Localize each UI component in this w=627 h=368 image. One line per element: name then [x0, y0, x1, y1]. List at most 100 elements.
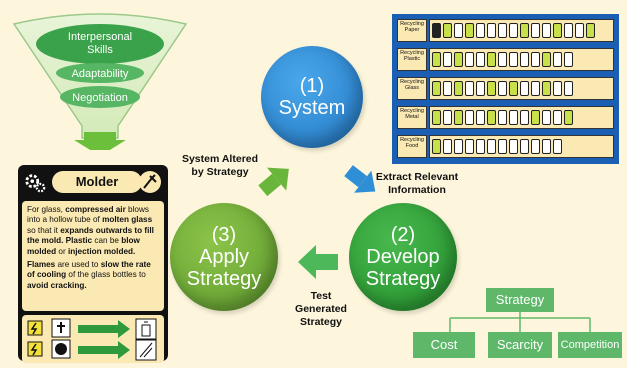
recycling-cell-icon [498, 110, 507, 125]
recycling-cell-icon [443, 110, 452, 125]
recycling-cell-icon [465, 110, 474, 125]
recycling-icons [429, 48, 614, 71]
funnel-item-interpersonal-2: Skills [87, 44, 113, 56]
recycling-cell-icon [509, 23, 518, 38]
recycling-cell-icon [509, 139, 518, 154]
recycling-cell-icon [520, 52, 529, 67]
recycling-cell-icon [432, 52, 441, 67]
funnel-ellipse-1 [36, 24, 164, 64]
recycling-cell-icon [443, 23, 452, 38]
recycling-cell-icon [465, 23, 474, 38]
recycling-cell-icon [553, 110, 562, 125]
apply-number: (3) [211, 224, 237, 246]
recycling-cell-icon [564, 110, 573, 125]
system-label: System [278, 97, 346, 119]
recycling-cell-icon [575, 23, 584, 38]
recycling-cell-icon [531, 81, 540, 96]
recycling-cell-icon [432, 23, 441, 38]
recycling-cell-icon [542, 23, 551, 38]
recycling-cell-icon [454, 139, 463, 154]
recycling-cell-icon [531, 139, 540, 154]
recycling-cell-icon [553, 23, 562, 38]
bottle-icon [135, 318, 157, 340]
card-icon-strip [22, 315, 164, 363]
recycling-cell-icon [443, 52, 452, 67]
recycling-cell-icon [487, 139, 496, 154]
recycling-cell-icon [586, 23, 595, 38]
extract-arrow-icon [344, 165, 376, 193]
recycling-cell-icon [564, 81, 573, 96]
recycling-cell-icon [498, 52, 507, 67]
card-description: For glass, compressed air blows into a h… [22, 201, 164, 311]
lightning-icon-2 [27, 341, 43, 357]
recycling-cell-icon [476, 81, 485, 96]
card-header: Molder [22, 169, 164, 197]
funnel-item-interpersonal: Interpersonal [68, 31, 132, 43]
recycling-cell-icon [553, 139, 562, 154]
recycling-cell-icon [454, 52, 463, 67]
recycling-cell-icon [432, 139, 441, 154]
recycling-cell-icon [454, 81, 463, 96]
recycling-cell-icon [487, 81, 496, 96]
develop-label-line1: Develop [366, 246, 440, 268]
develop-strategy-circle: (2) Develop Strategy [349, 203, 457, 311]
recycling-cell-icon [498, 81, 507, 96]
develop-number: (2) [390, 224, 416, 246]
recycling-icons [429, 135, 614, 158]
funnel-ellipse-2 [56, 63, 144, 83]
test-strategy-label: Test Generated Strategy [295, 290, 347, 328]
recycling-cell-icon [487, 110, 496, 125]
recycling-cell-icon [487, 52, 496, 67]
down-arrow-icon [74, 132, 126, 150]
recycling-cell-icon [542, 139, 551, 154]
recycling-cell-icon [531, 23, 540, 38]
system-circle: (1) System [261, 46, 363, 148]
develop-label-line2: Strategy [365, 268, 441, 290]
recycling-cell-icon [531, 52, 540, 67]
recycling-cell-icon [465, 81, 474, 96]
recycling-cell-icon [454, 110, 463, 125]
lightning-icon [27, 320, 43, 336]
recycling-cell-icon [531, 110, 540, 125]
recycling-cell-icon [553, 81, 562, 96]
recycling-cell-icon [443, 139, 452, 154]
right-arrow-icon-2 [78, 346, 118, 354]
recycling-icons [429, 19, 614, 42]
recycling-cell-icon [542, 52, 551, 67]
recycling-cell-icon [509, 52, 518, 67]
funnel-item-negotiation: Negotiation [72, 92, 128, 104]
gear-icon [25, 174, 46, 193]
recycling-cell-icon [520, 139, 529, 154]
recycling-cell-icon [498, 139, 507, 154]
system-number: (1) [299, 75, 325, 97]
test-arrow-icon [298, 245, 338, 279]
recycling-cell-icon [476, 110, 485, 125]
strategy-node-cost: Cost [413, 332, 475, 358]
recycling-cell-icon [432, 81, 441, 96]
funnel-item-adaptability: Adaptability [72, 68, 129, 80]
recycling-cell-icon [564, 23, 573, 38]
recycling-cell-icon [509, 110, 518, 125]
recycling-cell-icon [520, 23, 529, 38]
recycling-cell-icon [542, 81, 551, 96]
recycling-cell-icon [454, 23, 463, 38]
recycling-cell-icon [465, 52, 474, 67]
blower-tool-icon [139, 171, 161, 193]
recycling-cell-icon [476, 139, 485, 154]
recycling-cell-icon [498, 23, 507, 38]
strategy-node-scarcity: Scarcity [488, 332, 552, 358]
extract-info-label: Extract Relevant Information [375, 171, 459, 196]
recycling-cell-icon [520, 110, 529, 125]
recycling-cell-icon [564, 52, 573, 67]
right-arrow-icon [78, 325, 118, 333]
apply-strategy-circle: (3) Apply Strategy [170, 203, 278, 311]
recycling-cell-icon [432, 110, 441, 125]
recycling-icons [429, 106, 614, 129]
